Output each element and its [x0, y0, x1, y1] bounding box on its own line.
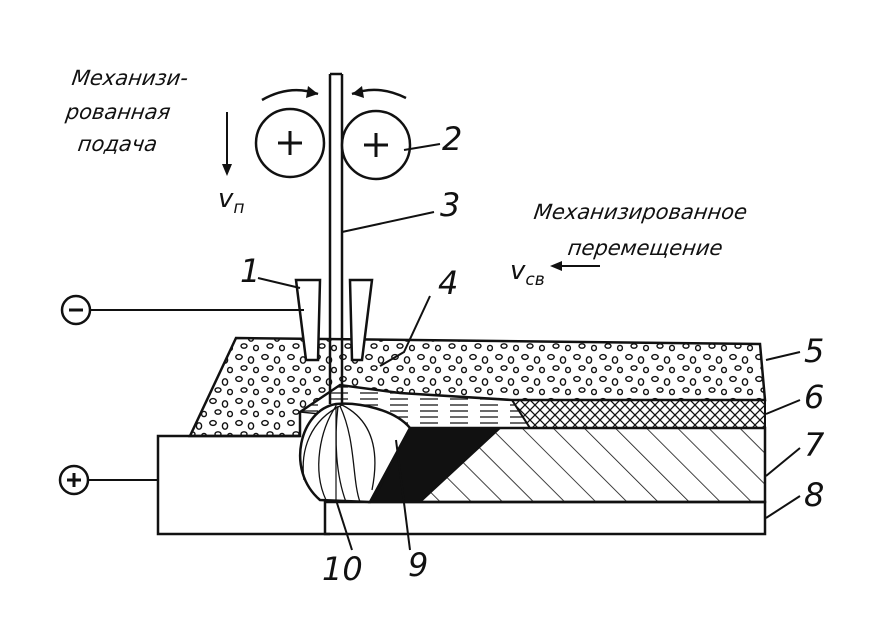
- v-weld-label: vсв: [510, 256, 545, 291]
- callout-7: 7: [804, 426, 825, 464]
- callout-3: 3: [440, 186, 461, 224]
- weld-pool: [298, 402, 412, 504]
- callout-1: 1: [240, 252, 261, 290]
- leader-lines: [257, 143, 801, 551]
- move-caption-2: перемещение: [566, 236, 725, 260]
- callout-6: 6: [804, 378, 825, 416]
- callout-4: 4: [438, 264, 459, 302]
- feed-caption-3: подача: [76, 132, 159, 156]
- callout-5: 5: [804, 332, 825, 370]
- callout-2: 2: [442, 120, 463, 158]
- v-feed-label: vп: [218, 184, 245, 219]
- flux-layer: [188, 336, 767, 438]
- feed-caption-1: Механизи-: [70, 66, 190, 90]
- callout-8: 8: [804, 476, 825, 514]
- callout-9: 9: [408, 546, 429, 584]
- contact-tip-right: [348, 278, 374, 362]
- weld-pool-lines: [302, 404, 376, 503]
- move-caption-1: Механизированное: [532, 200, 749, 224]
- feed-caption-2: рованная: [64, 100, 173, 124]
- base-plate: [323, 500, 767, 536]
- contact-tip-left: [294, 278, 322, 362]
- slag-crust: [510, 399, 766, 429]
- callout-10: 10: [322, 550, 363, 588]
